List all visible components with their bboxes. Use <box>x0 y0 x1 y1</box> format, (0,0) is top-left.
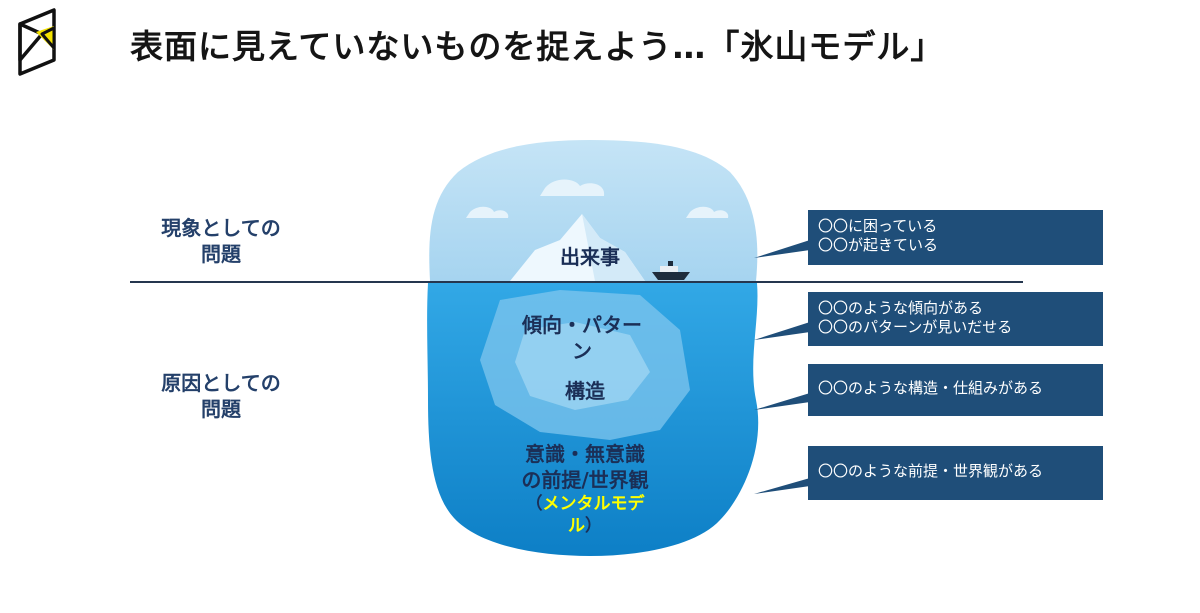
mental-model-highlight: メンタルモデ <box>542 494 645 514</box>
brand-logo <box>18 8 56 76</box>
callout-pattern: 〇〇のような傾向がある 〇〇のパターンが見いだせる <box>808 292 1103 346</box>
phenomenon-label: 現象としての 問題 <box>161 216 281 266</box>
layer-pattern: 傾向・パター ン <box>522 313 642 363</box>
page-title: 表面に見えていないものを捉えよう…「氷山モデル」 <box>130 27 945 66</box>
layer-event: 出来事 <box>560 245 620 269</box>
layer-structure: 構造 <box>565 379 605 403</box>
callout-structure: 〇〇のような構造・仕組みがある <box>808 364 1103 416</box>
iceberg-sky-area <box>429 140 758 281</box>
callout-event: 〇〇に困っている 〇〇が起きている <box>808 210 1103 265</box>
callout-mental-model: 〇〇のような前提・世界観がある <box>808 446 1103 500</box>
cause-label: 原因としての 問題 <box>161 371 281 421</box>
water-surface-line <box>130 281 1023 283</box>
layer-mental-model: 意識・無意識 の前提/世界観 （メンタルモデ ル） <box>521 442 649 536</box>
ship-icon <box>652 261 690 280</box>
